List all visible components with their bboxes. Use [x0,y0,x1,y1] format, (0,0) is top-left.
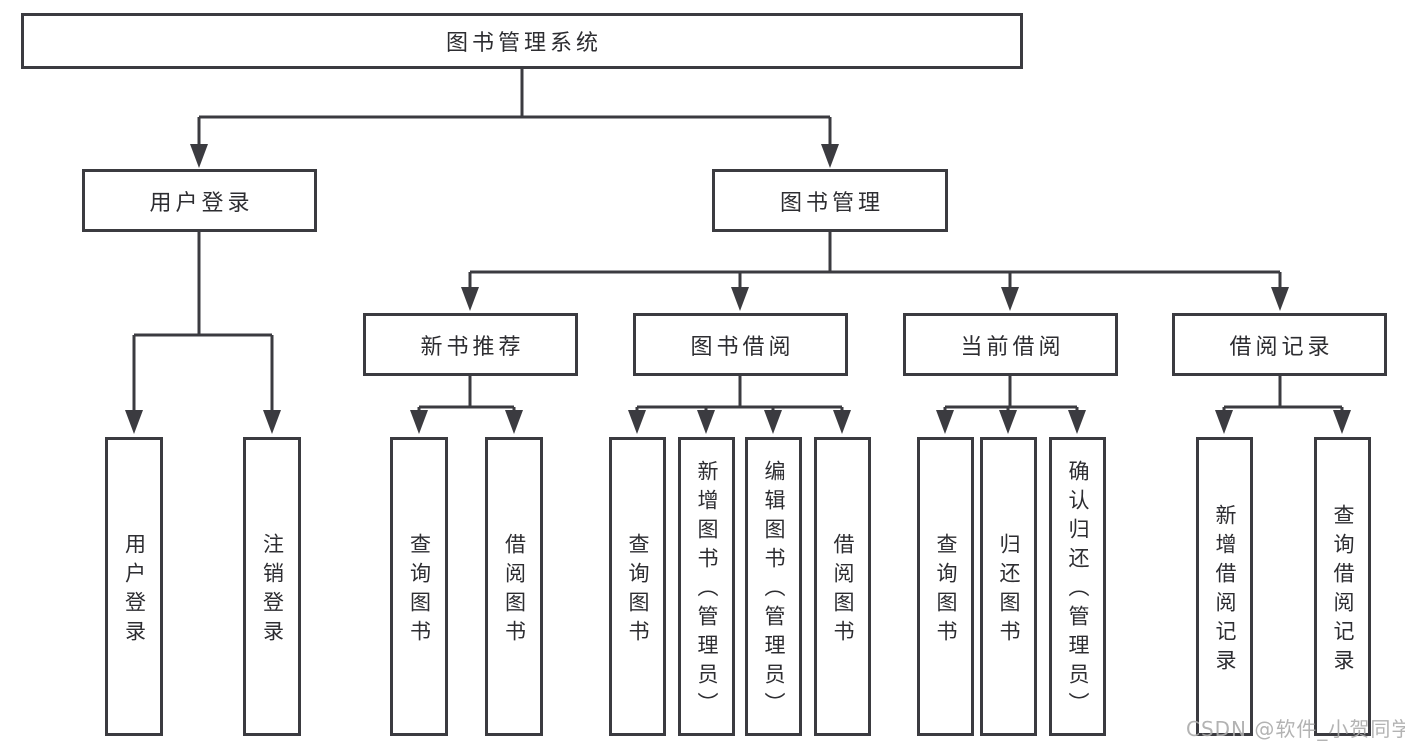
csdn-watermark: CSDN @软件_小贺同学 [1186,717,1405,741]
leaf-borrow-query-books-label: 查询图书 [626,532,650,649]
leaf-borrow-edit-books-admin-label: 编辑图书（管理员） [762,460,786,721]
leaf-records-query-record: 查询借阅记录 [1314,437,1371,736]
leaf-current-confirm-return-admin-label: 确认归还（管理员） [1066,460,1090,721]
leaf-newrec-borrow-books: 借阅图书 [485,437,543,736]
leaf-borrow-borrow-books-label: 借阅图书 [831,532,855,649]
node-borrowing-records: 借阅记录 [1172,313,1387,376]
leaf-records-query-record-label: 查询借阅记录 [1331,503,1355,678]
connector-book-mgmt-to-modules [468,232,1282,289]
node-book-borrowing: 图书借阅 [633,313,848,376]
node-current-borrowing: 当前借阅 [903,313,1118,376]
connector-current-borrow-to-leaves [943,376,1079,412]
leaf-logout: 注销登录 [243,437,301,736]
leaf-borrow-borrow-books: 借阅图书 [814,437,871,736]
connector-book-borrow-to-leaves [635,376,844,412]
leaf-borrow-add-books-admin-label: 新增图书（管理员） [695,460,719,721]
connector-new-books-to-leaves [417,376,516,412]
node-book-management: 图书管理 [712,169,948,232]
leaf-current-return-books-label: 归还图书 [997,532,1021,649]
leaf-current-query-books-label: 查询图书 [934,532,958,649]
arrowheads [125,144,1351,434]
leaf-logout-label: 注销登录 [260,532,285,649]
leaf-borrow-edit-books-admin: 编辑图书（管理员） [745,437,802,736]
connector-root-to-level2 [197,69,832,146]
leaf-records-add-record: 新增借阅记录 [1196,437,1253,736]
leaf-user-login: 用户登录 [105,437,163,736]
connector-borrow-records-to-leaves [1222,376,1344,412]
leaf-current-query-books: 查询图书 [917,437,974,736]
leaf-current-return-books: 归还图书 [980,437,1037,736]
leaf-current-confirm-return-admin: 确认归还（管理员） [1049,437,1106,736]
node-root-system: 图书管理系统 [21,13,1023,69]
leaf-records-add-record-label: 新增借阅记录 [1213,503,1237,678]
leaf-newrec-query-books-label: 查询图书 [407,532,432,649]
node-user-login: 用户登录 [82,169,317,232]
connector-user-login-to-leaves [132,232,274,412]
leaf-borrow-add-books-admin: 新增图书（管理员） [678,437,735,736]
leaf-borrow-query-books: 查询图书 [609,437,666,736]
node-new-book-recommend: 新书推荐 [363,313,578,376]
leaf-newrec-query-books: 查询图书 [390,437,448,736]
leaf-user-login-label: 用户登录 [122,532,147,649]
leaf-newrec-borrow-books-label: 借阅图书 [502,532,527,649]
